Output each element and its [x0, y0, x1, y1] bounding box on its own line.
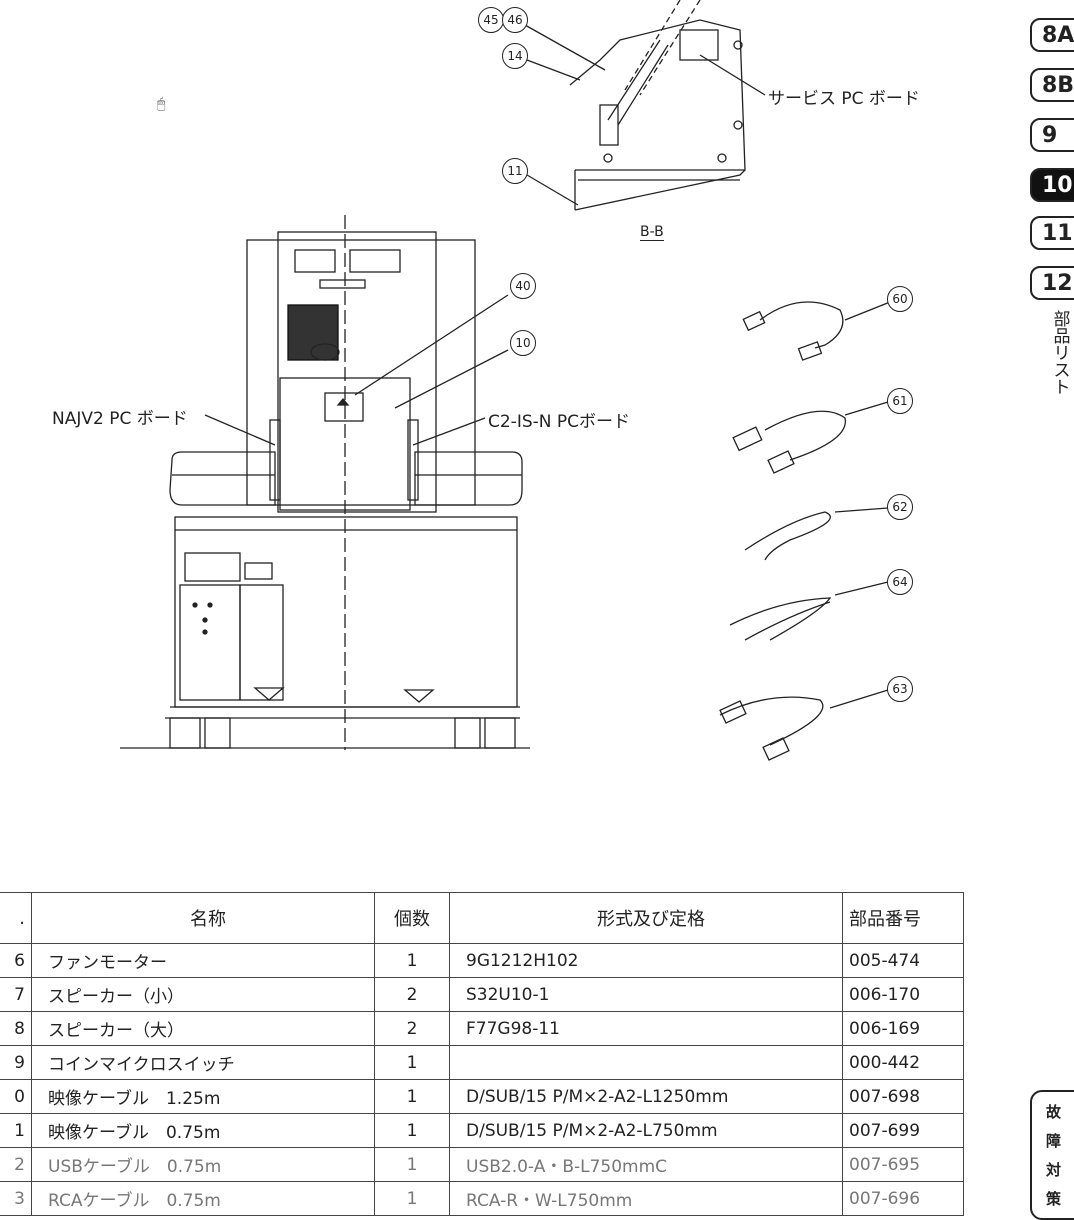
header-qty: 個数	[374, 892, 450, 944]
troubleshooting-tab[interactable]: 故障対策	[1030, 1090, 1074, 1220]
row-no: 1	[0, 1113, 32, 1148]
row-part-number: 007-695	[842, 1147, 964, 1182]
callout-11: 11	[502, 158, 528, 184]
header-no: .	[0, 892, 32, 944]
row-spec: S32U10-1	[449, 977, 843, 1012]
row-part-number: 006-170	[842, 977, 964, 1012]
row-name: 映像ケーブル 0.75m	[31, 1113, 375, 1148]
row-part-number: 007-698	[842, 1079, 964, 1114]
callout-14: 14	[502, 43, 528, 69]
row-spec	[449, 1045, 843, 1080]
table-header-row: . 名称 個数 形式及び定格 部品番号	[0, 892, 964, 944]
row-spec: D/SUB/15 P/M×2-A2-L750mm	[449, 1113, 843, 1148]
callout-60: 60	[887, 286, 913, 312]
section-label: B-B	[640, 224, 664, 241]
row-no: 6	[0, 943, 32, 978]
tab-8b[interactable]: 8B	[1030, 68, 1074, 102]
header-part-number: 部品番号	[842, 892, 964, 944]
callout-46: 46	[502, 7, 528, 33]
row-qty: 1	[374, 1045, 450, 1080]
row-no: 0	[0, 1079, 32, 1114]
row-no: 2	[0, 1147, 32, 1182]
tab-11[interactable]: 11	[1030, 216, 1074, 250]
row-part-number: 006-169	[842, 1011, 964, 1046]
row-part-number: 007-696	[842, 1181, 964, 1216]
callout-64: 64	[887, 569, 913, 595]
row-qty: 1	[374, 943, 450, 978]
callout-63: 63	[887, 676, 913, 702]
row-name: 映像ケーブル 1.25m	[31, 1079, 375, 1114]
row-part-number: 007-699	[842, 1113, 964, 1148]
row-name: コインマイクロスイッチ	[31, 1045, 375, 1080]
najv2-pc-board-label: NAJV2 PC ボード	[52, 409, 188, 429]
row-spec: USB2.0-A・B-L750mmC	[449, 1147, 843, 1182]
tab-9[interactable]: 9	[1030, 118, 1074, 152]
row-no: 8	[0, 1011, 32, 1046]
row-qty: 1	[374, 1079, 450, 1114]
row-part-number: 005-474	[842, 943, 964, 978]
row-qty: 1	[374, 1113, 450, 1148]
tab-10[interactable]: 10	[1030, 168, 1074, 202]
cabinet-diagram	[120, 0, 891, 761]
row-no: 3	[0, 1181, 32, 1216]
row-spec: F77G98-11	[449, 1011, 843, 1046]
row-no: 7	[0, 977, 32, 1012]
row-name: スピーカー（大）	[31, 1011, 375, 1046]
row-spec: RCA-R・W-L750mm	[449, 1181, 843, 1216]
callout-62: 62	[887, 494, 913, 520]
mouse-cursor-icon: 🖱	[157, 96, 166, 112]
row-name: USBケーブル 0.75m	[31, 1147, 375, 1182]
callout-40: 40	[510, 273, 536, 299]
row-name: スピーカー（小）	[31, 977, 375, 1012]
row-qty: 1	[374, 1181, 450, 1216]
row-qty: 2	[374, 977, 450, 1012]
row-part-number: 000-442	[842, 1045, 964, 1080]
c2-is-n-pc-board-label: C2-IS-N PCボード	[488, 412, 631, 432]
callout-10: 10	[510, 330, 536, 356]
row-spec: 9G1212H102	[449, 943, 843, 978]
header-name: 名称	[31, 892, 375, 944]
row-name: ファンモーター	[31, 943, 375, 978]
tab-12[interactable]: 12	[1030, 266, 1074, 300]
service-pc-board-label: サービス PC ボード	[768, 89, 920, 109]
header-spec: 形式及び定格	[449, 892, 843, 944]
row-qty: 1	[374, 1147, 450, 1182]
troubleshooting-label: 故障対策	[1046, 1103, 1062, 1208]
tab-8a[interactable]: 8A	[1030, 18, 1074, 52]
row-qty: 2	[374, 1011, 450, 1046]
row-spec: D/SUB/15 P/M×2-A2-L1250mm	[449, 1079, 843, 1114]
parts-list-vertical-label: 部品リスト	[1053, 310, 1071, 398]
row-name: RCAケーブル 0.75m	[31, 1181, 375, 1216]
row-no: 9	[0, 1045, 32, 1080]
callout-61: 61	[887, 388, 913, 414]
callout-45: 45	[478, 7, 504, 33]
